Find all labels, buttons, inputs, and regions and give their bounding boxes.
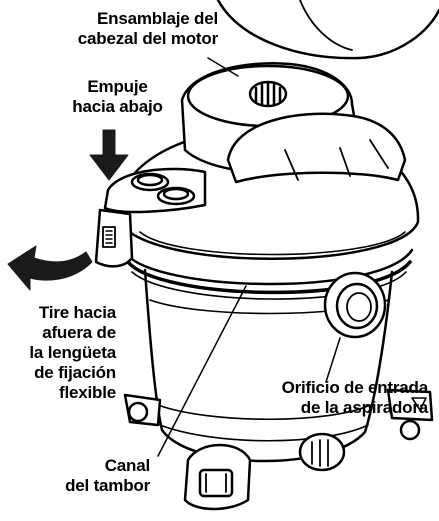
leader-lines: [157, 57, 341, 457]
label-line: Canal: [104, 456, 150, 475]
push-down-arrow-icon: [89, 129, 129, 181]
caster-feet: [123, 388, 434, 511]
label-line: cabezal del motor: [77, 29, 218, 48]
label-vacuum-inlet: Orificio de entrada de la aspiradora: [248, 378, 429, 418]
label-line: la lengüeta: [29, 343, 116, 362]
label-line: flexible: [59, 383, 116, 402]
label-drum-channel: Canal del tambor: [40, 456, 150, 496]
vacuum-inlet-port: [323, 271, 387, 339]
drum-channel-rim: [123, 248, 414, 300]
label-line: Empuje: [87, 77, 148, 96]
label-push-down: Empuje hacia abajo: [60, 77, 175, 117]
label-line: Orificio de entrada: [281, 378, 429, 397]
label-line: Tire hacia: [38, 303, 116, 322]
pull-out-arrow-icon: [7, 245, 93, 291]
latch-switch-block: [94, 167, 207, 268]
label-line: Ensamblaje del: [97, 9, 218, 28]
label-line: de la aspiradora: [300, 398, 428, 417]
label-pull-latch-tab: Tire hacia afuera de la lengüeta de fija…: [0, 303, 116, 403]
motor-head-assembly: [180, 62, 407, 184]
label-line: hacia abajo: [72, 97, 163, 116]
label-motor-head-assembly: Ensamblaje del cabezal del motor: [58, 9, 218, 49]
detail-circle-fragment: [216, 0, 439, 60]
label-line: afuera de: [42, 323, 116, 342]
label-line: del tambor: [65, 476, 150, 495]
label-line: de fijación: [34, 363, 116, 382]
